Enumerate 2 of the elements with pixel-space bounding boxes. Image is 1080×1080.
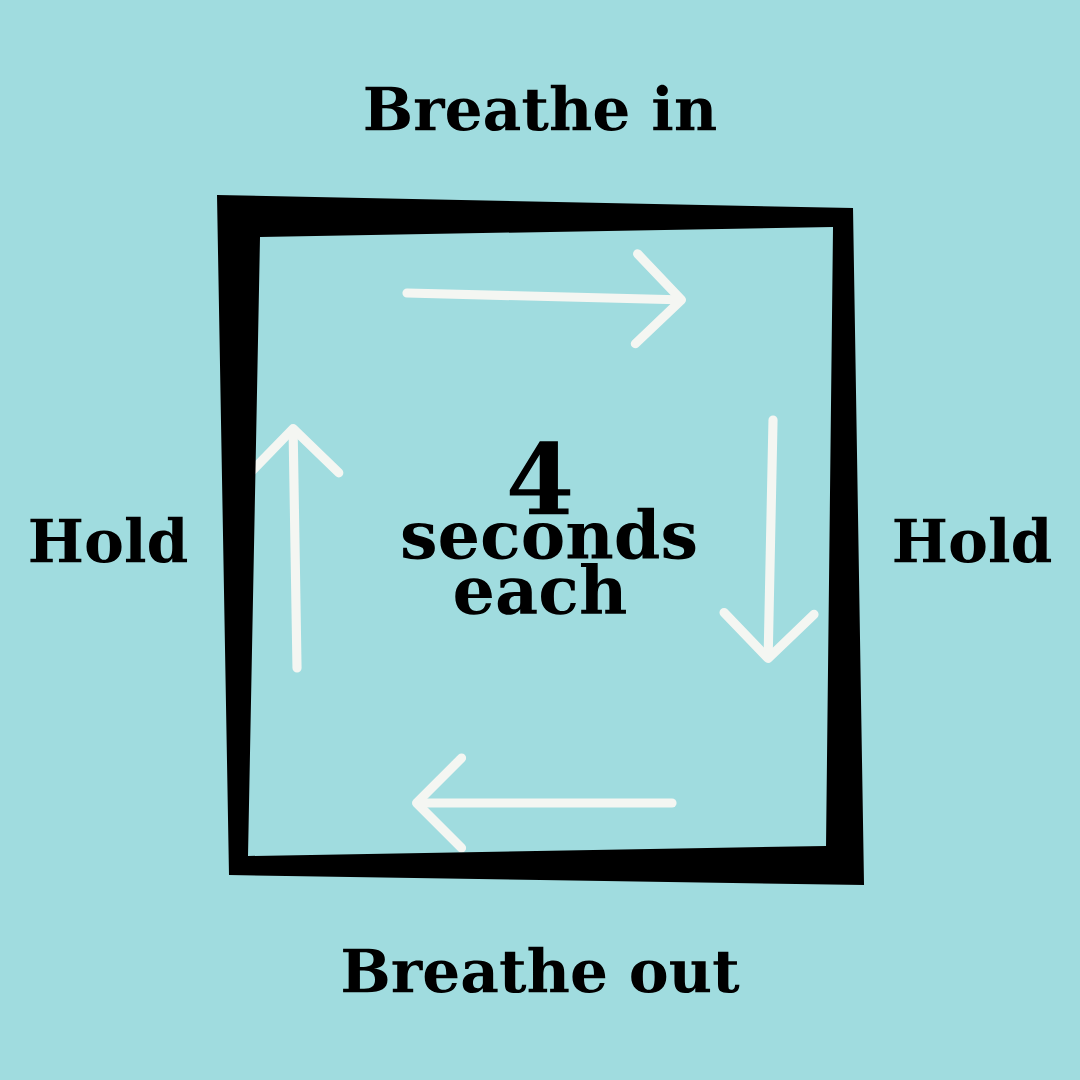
side-label: Breathe out xyxy=(343,946,740,994)
side-label: Breathe in xyxy=(365,84,716,132)
